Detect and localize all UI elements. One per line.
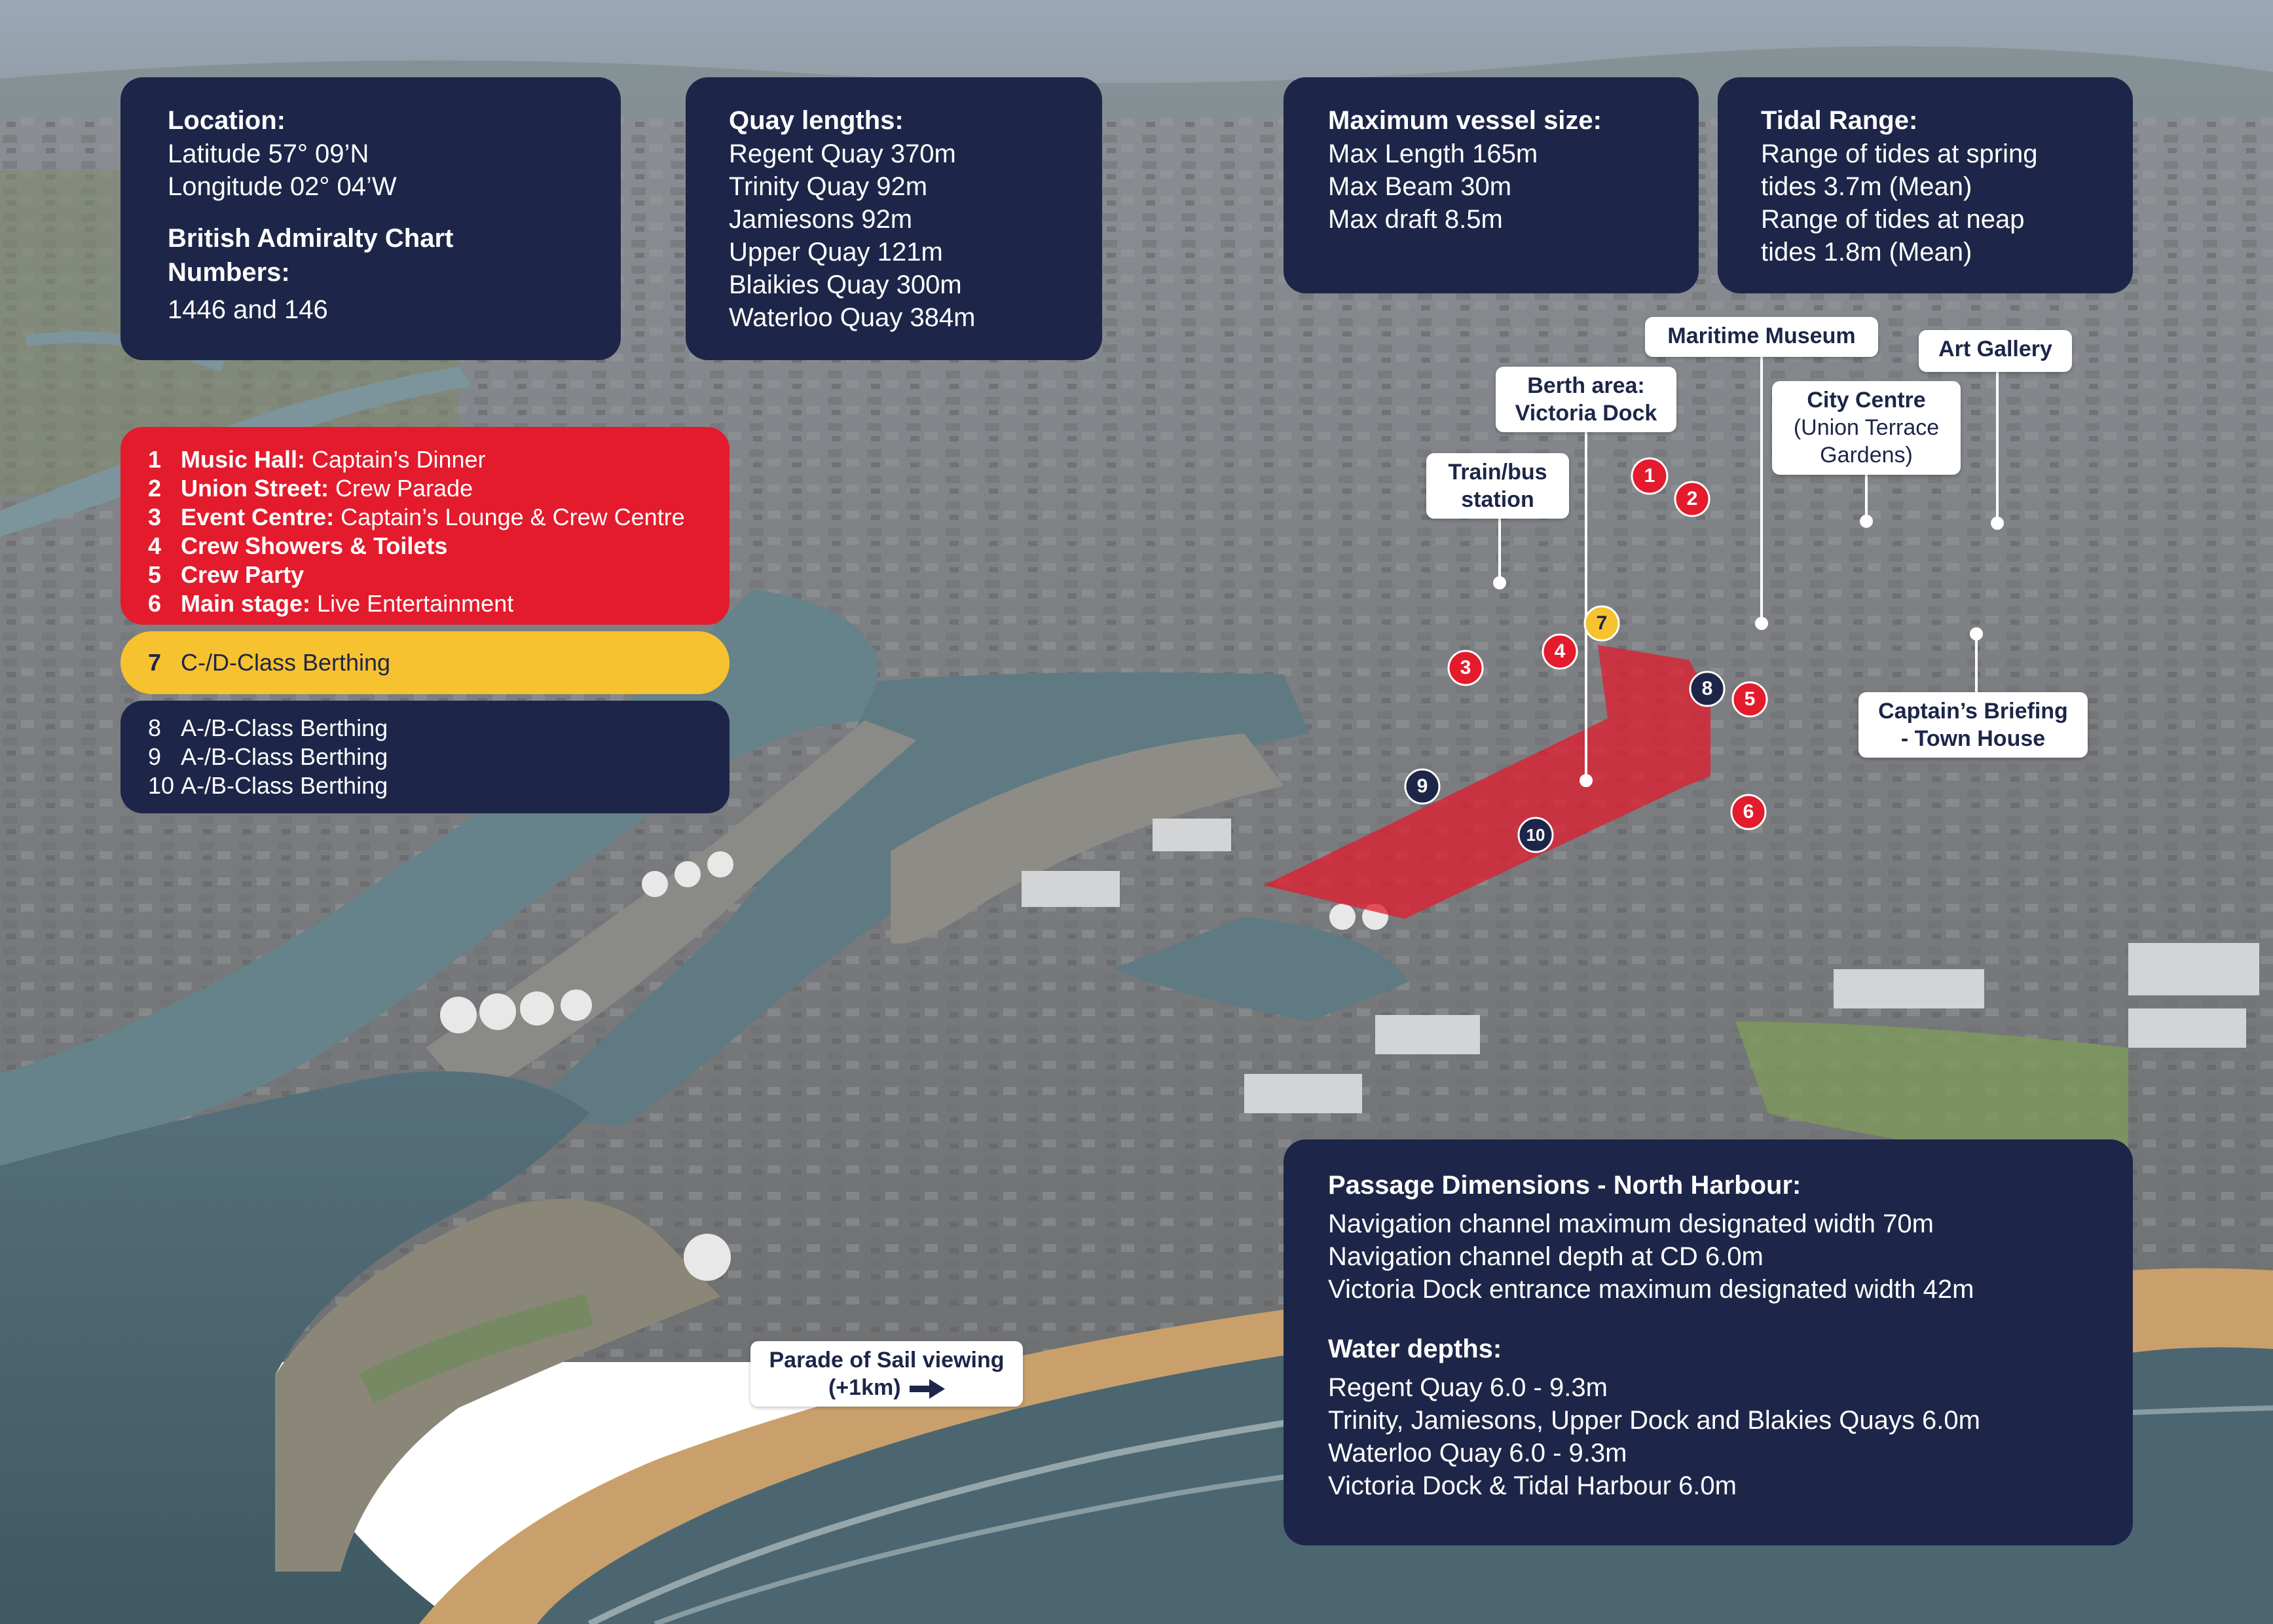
map-pin-9[interactable]: 9 xyxy=(1403,767,1441,805)
tidal-range-item: Range of tides at neap xyxy=(1761,205,2025,234)
quay-lengths-heading: Quay lengths: xyxy=(729,106,904,135)
quay-length-item: Regent Quay 370m xyxy=(729,139,956,168)
passage-heading: Passage Dimensions - North Harbour: xyxy=(1328,1171,1802,1200)
water-depths-heading: Water depths: xyxy=(1328,1335,1502,1363)
yellow-marker-icon xyxy=(1583,605,1620,642)
red-marker-icon xyxy=(1542,633,1578,670)
red-marker-icon xyxy=(1674,481,1710,517)
navy-marker-icon xyxy=(1517,817,1554,853)
location-heading: Location: xyxy=(168,106,286,135)
longitude-text: Longitude 02° 04’W xyxy=(168,172,397,201)
maritime-museum-label: Maritime Museum xyxy=(1645,317,1878,357)
vessel-size-item: Max draft 8.5m xyxy=(1328,205,1503,234)
map-pin-1[interactable]: 1 xyxy=(1631,457,1669,495)
map-pin-7[interactable]: 7 xyxy=(1583,604,1621,642)
navy-marker-icon xyxy=(1404,768,1441,805)
arrow-right-icon xyxy=(910,1379,945,1399)
map-pin-3[interactable]: 3 xyxy=(1447,649,1485,687)
red-marker-icon xyxy=(1730,794,1767,830)
quay-length-item: Waterloo Quay 384m xyxy=(729,303,976,332)
quay-length-item: Jamiesons 92m xyxy=(729,205,913,234)
passage-item: Navigation channel maximum designated wi… xyxy=(1328,1209,1934,1238)
vessel-size-item: Max Length 165m xyxy=(1328,139,1538,168)
tidal-range-item: tides 3.7m (Mean) xyxy=(1761,172,1972,201)
chart-numbers-text: 1446 and 146 xyxy=(168,295,328,324)
tidal-range-panel: Tidal Range: Range of tides at spring ti… xyxy=(1718,77,2133,293)
parade-of-sail-label: Parade of Sail viewing (+1km) xyxy=(750,1341,1023,1407)
red-marker-icon xyxy=(1631,457,1669,495)
water-depth-item: Trinity, Jamiesons, Upper Dock and Blaki… xyxy=(1328,1406,1980,1435)
quay-length-item: Trinity Quay 92m xyxy=(729,172,928,201)
tidal-range-item: tides 1.8m (Mean) xyxy=(1761,238,1972,267)
victoria-dock-berth-area-overlay xyxy=(1264,645,1710,919)
water-depth-item: Regent Quay 6.0 - 9.3m xyxy=(1328,1373,1608,1402)
chart-numbers-heading: British Admiralty Chart Numbers: xyxy=(168,224,454,287)
passage-dimensions-panel: Passage Dimensions - North Harbour: Navi… xyxy=(1284,1139,2133,1545)
quay-length-item: Upper Quay 121m xyxy=(729,238,943,267)
map-pin-10[interactable]: 10 xyxy=(1517,816,1555,854)
art-gallery-label: Art Gallery xyxy=(1919,330,2072,372)
navy-marker-icon xyxy=(1689,671,1726,707)
quay-lengths-panel: Quay lengths: Regent Quay 370m Trinity Q… xyxy=(686,77,1102,360)
vessel-size-item: Max Beam 30m xyxy=(1328,172,1512,201)
map-pin-2[interactable]: 2 xyxy=(1673,480,1711,518)
vessel-size-panel: Maximum vessel size: Max Length 165m Max… xyxy=(1284,77,1699,293)
water-depth-item: Waterloo Quay 6.0 - 9.3m xyxy=(1328,1439,1627,1467)
vessel-size-heading: Maximum vessel size: xyxy=(1328,106,1602,135)
quay-length-item: Blaikies Quay 300m xyxy=(729,270,962,299)
map-pin-5[interactable]: 5 xyxy=(1731,680,1769,718)
location-panel: Location: Latitude 57° 09’N Longitude 02… xyxy=(120,77,621,360)
map-pin-8[interactable]: 8 xyxy=(1688,670,1726,708)
water-depth-item: Victoria Dock & Tidal Harbour 6.0m xyxy=(1328,1471,1737,1500)
latitude-text: Latitude 57° 09’N xyxy=(168,139,369,168)
red-marker-icon xyxy=(1731,681,1768,718)
captains-briefing-label: Captain’s Briefing- Town House xyxy=(1858,692,2088,758)
map-pin-6[interactable]: 6 xyxy=(1729,793,1767,831)
passage-item: Navigation channel depth at CD 6.0m xyxy=(1328,1242,1764,1271)
tidal-range-heading: Tidal Range: xyxy=(1761,106,1918,135)
map-pin-4[interactable]: 4 xyxy=(1541,633,1579,671)
passage-item: Victoria Dock entrance maximum designate… xyxy=(1328,1275,1974,1304)
red-marker-icon xyxy=(1447,650,1484,686)
tidal-range-item: Range of tides at spring xyxy=(1761,139,2038,168)
berth-area-label: Berth area:Victoria Dock xyxy=(1496,367,1676,432)
